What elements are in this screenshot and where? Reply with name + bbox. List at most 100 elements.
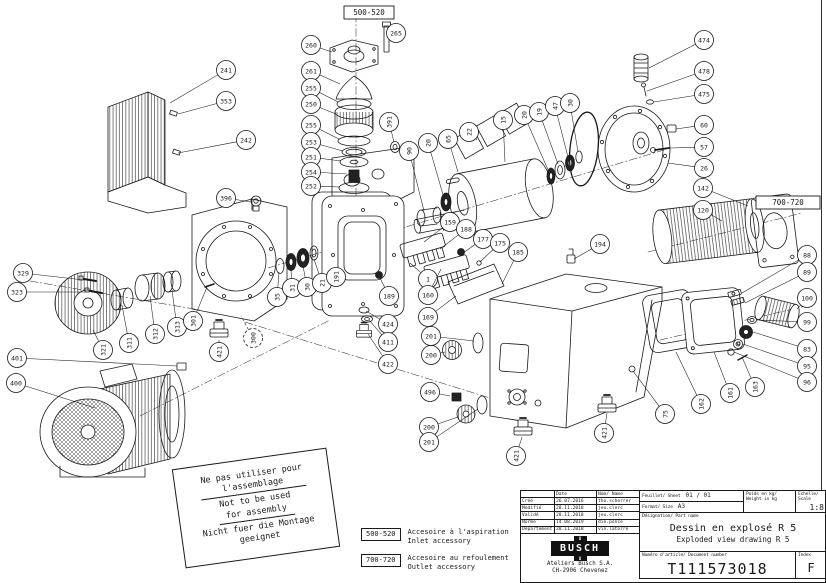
svg-text:89: 89 xyxy=(803,268,811,276)
callout-22: 22 xyxy=(459,122,479,142)
callout-100: 100 xyxy=(796,288,817,310)
callout-20: 20 xyxy=(418,133,445,199)
svg-text:159: 159 xyxy=(444,218,456,226)
svg-text:421: 421 xyxy=(215,346,223,358)
svg-text:75: 75 xyxy=(661,410,669,418)
callout-496: 496 xyxy=(420,382,451,402)
svg-text:241: 241 xyxy=(220,66,232,74)
svg-text:65: 65 xyxy=(444,135,452,143)
svg-text:169: 169 xyxy=(422,313,434,321)
svg-text:421: 421 xyxy=(600,427,608,439)
callout-159: 159 xyxy=(423,212,460,243)
callout-189: 189 xyxy=(379,277,399,306)
callout-30: 30 xyxy=(560,93,580,153)
approval-table: Date Nom/ Name Créé 26.07.2016 tho.scher… xyxy=(521,491,640,534)
callout-421: 421 xyxy=(594,412,614,443)
callout-242: 242 xyxy=(177,130,256,154)
callout-313: 313 xyxy=(167,289,187,337)
callout-478: 478 xyxy=(646,61,714,92)
misc-small-parts xyxy=(457,124,757,373)
approval-row-date: 28.11.2018 xyxy=(555,505,597,513)
callout-391: 391 xyxy=(379,112,399,143)
callout-35: 35 xyxy=(267,271,287,307)
svg-text:26: 26 xyxy=(700,164,708,172)
designation-cell: Désignation/ Part name Dessin en explosé… xyxy=(640,513,826,552)
approval-row-date: 28.11.2018 xyxy=(555,526,597,534)
svg-text:20: 20 xyxy=(520,111,528,119)
svg-text:478: 478 xyxy=(698,67,710,75)
svg-text:47: 47 xyxy=(551,102,559,110)
svg-text:251: 251 xyxy=(305,153,317,161)
callout-15: 15 xyxy=(493,110,513,163)
busch-logo-wordmark: BUSCH xyxy=(551,541,609,556)
svg-text:261: 261 xyxy=(305,67,317,75)
callout-185: 185 xyxy=(501,242,528,285)
approval-row-label: Créé xyxy=(521,498,555,506)
exhaust-filter xyxy=(652,198,765,265)
svg-text:255: 255 xyxy=(305,121,317,129)
svg-text:57: 57 xyxy=(700,143,708,151)
callout-120: 120 xyxy=(693,200,723,222)
svg-text:242: 242 xyxy=(240,136,252,144)
svg-text:329: 329 xyxy=(17,269,29,277)
exhaust-valve xyxy=(633,53,654,105)
approval-row-label: Département xyxy=(521,526,555,534)
callout-89: 89 xyxy=(744,262,817,304)
svg-text:424: 424 xyxy=(382,320,394,328)
suction-housing xyxy=(191,195,288,322)
callout-99: 99 xyxy=(756,312,817,332)
svg-text:60: 60 xyxy=(700,121,708,129)
shaft-seals xyxy=(375,141,452,279)
svg-text:1: 1 xyxy=(426,275,430,283)
svg-text:162: 162 xyxy=(697,398,705,410)
svg-text:353: 353 xyxy=(220,97,232,105)
approval-row-label: Norme xyxy=(521,519,555,527)
callout-301: 301 xyxy=(183,286,208,331)
busch-logo-mark-top: U xyxy=(573,536,587,541)
callout-191: 191 xyxy=(326,267,346,287)
fitting-88-89 xyxy=(727,289,745,306)
svg-text:300: 300 xyxy=(249,332,257,344)
callout-60: 60 xyxy=(675,115,714,135)
group-label-700-720: 700-720 xyxy=(755,195,821,210)
svg-text:253: 253 xyxy=(305,138,317,146)
svg-text:22: 22 xyxy=(465,128,473,136)
callout-200: 200 xyxy=(421,345,446,365)
callout-65: 65 xyxy=(438,129,459,173)
svg-text:475: 475 xyxy=(698,90,710,98)
busch-logo-mark-bottom: U xyxy=(573,556,587,561)
svg-text:88: 88 xyxy=(803,251,811,259)
inlet-valve-stack xyxy=(329,21,391,194)
callout-311: 311 xyxy=(119,304,139,353)
buffer-parts xyxy=(355,306,373,338)
oil-filler-parts xyxy=(442,332,484,360)
callout-194: 194 xyxy=(573,234,610,260)
approval-row-name: jeu.clerc xyxy=(597,505,640,513)
callout-47: 47 xyxy=(545,96,569,158)
approval-row-name: vin.latorre xyxy=(597,526,640,534)
svg-text:200: 200 xyxy=(425,351,437,359)
svg-text:96: 96 xyxy=(803,378,811,386)
valve-flap xyxy=(447,263,505,305)
svg-text:30: 30 xyxy=(303,283,311,291)
svg-text:142: 142 xyxy=(697,184,709,192)
callout-163: 163 xyxy=(741,356,765,397)
callout-175: 175 xyxy=(479,233,510,263)
callout-474: 474 xyxy=(648,30,714,69)
svg-text:185: 185 xyxy=(512,248,524,256)
cover-oring xyxy=(568,111,600,187)
drawing-title-en: Exploded view drawing R 5 xyxy=(676,535,790,545)
filter-100 xyxy=(754,295,800,329)
oil-drain-parts xyxy=(451,392,488,424)
company-name: Ateliers Busch S.A. xyxy=(546,561,614,567)
group-label-500-520: 500-520 xyxy=(343,5,395,20)
svg-text:396: 396 xyxy=(220,194,232,202)
approval-row-date: 26.07.2016 xyxy=(555,498,597,506)
docnum-cell: Numéro d'article/ Document number T11157… xyxy=(640,552,796,579)
callout-160: 160 xyxy=(418,268,442,305)
svg-text:19: 19 xyxy=(535,108,543,116)
callout-169: 169 xyxy=(418,295,457,327)
callout-396: 396 xyxy=(216,188,252,208)
